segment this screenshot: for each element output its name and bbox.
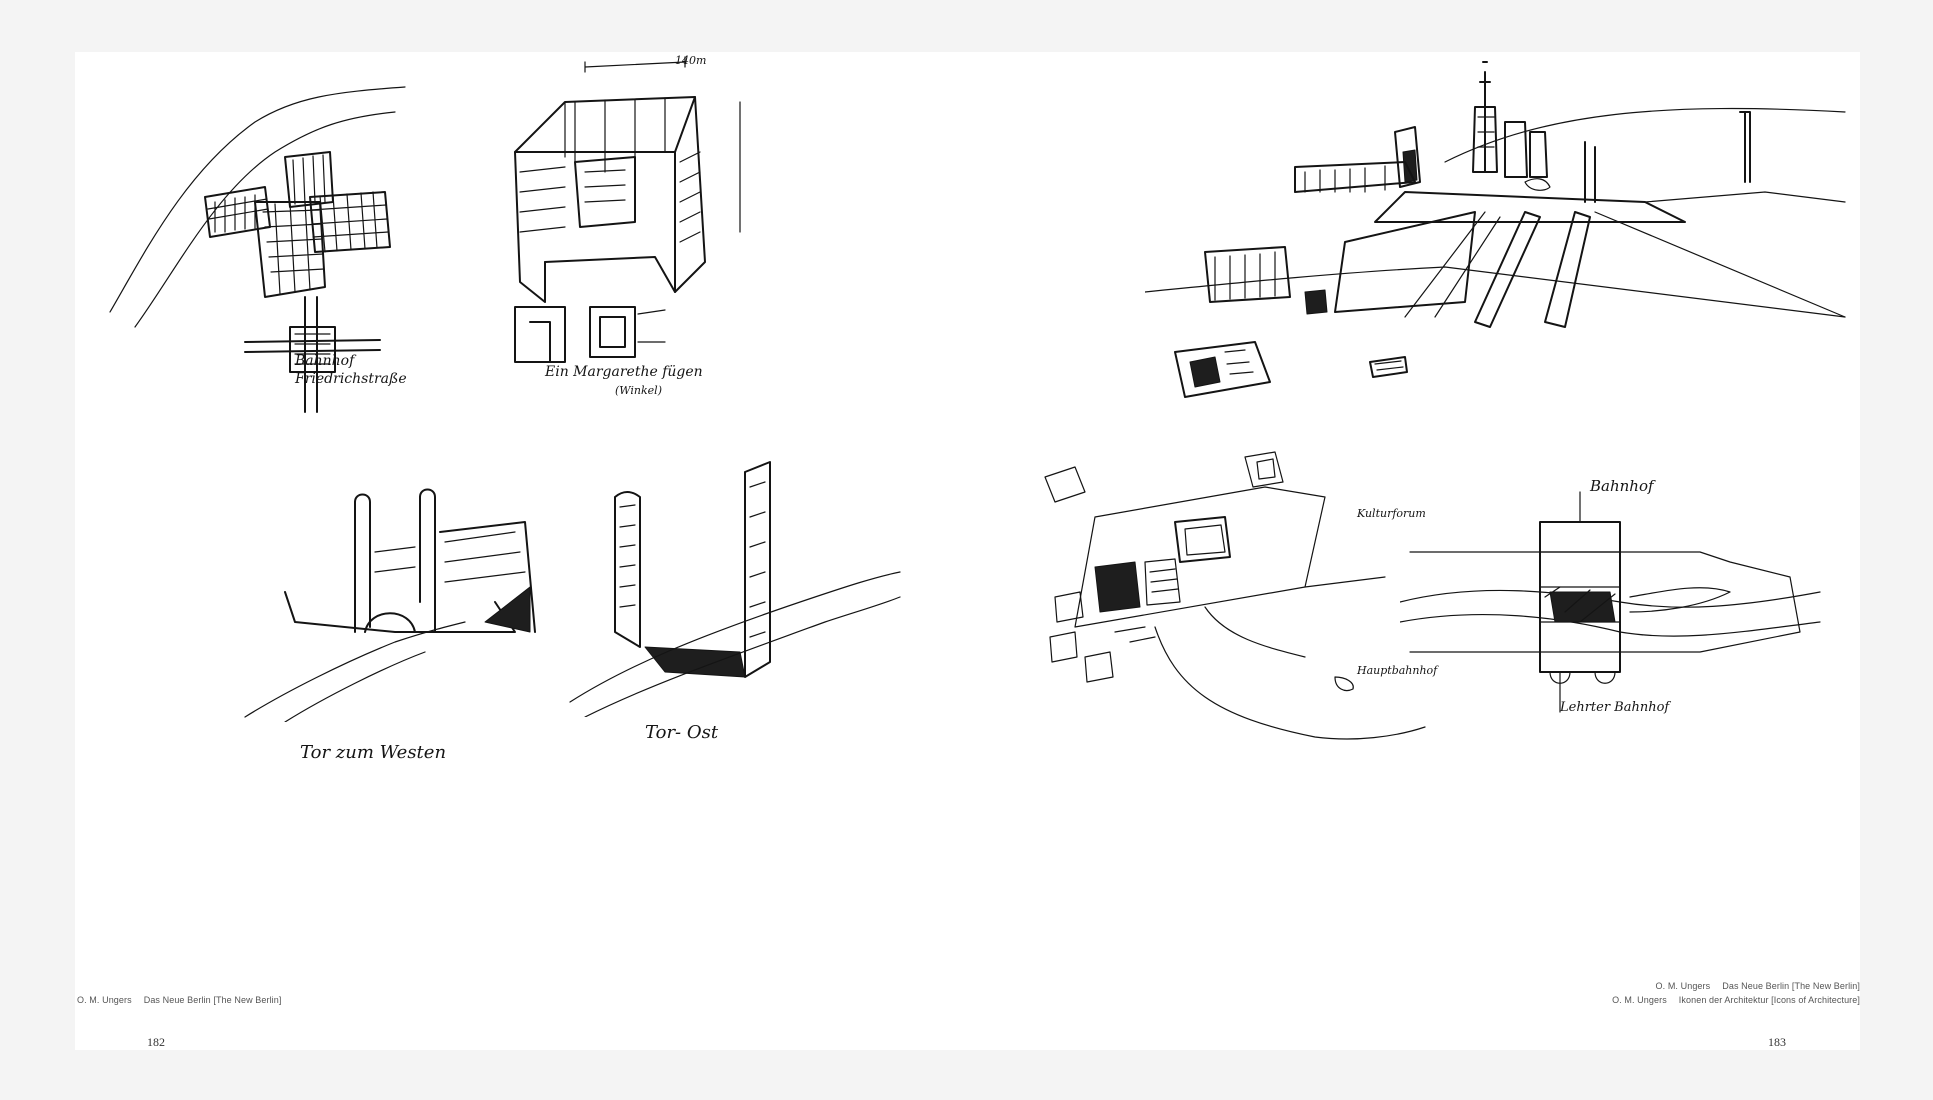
note-station-bottom: Lehrter Bahnhof (1560, 700, 1670, 715)
note-cube: Ein Margarethe fügen (545, 364, 703, 380)
page-number-right: 183 (1768, 1035, 1786, 1049)
sketch-gate-west (185, 482, 605, 722)
caption-right-2-title: Ikonen der Architektur [Icons of Archite… (1678, 995, 1860, 1005)
note-plan-2: Hauptbahnhof (1357, 664, 1438, 677)
note-cube-dimension: 140m (675, 54, 707, 67)
caption-right-1: O. M. Ungers Das Neue Berlin [The New Ber… (1656, 981, 1860, 991)
note-gate-east: Tor- Ost (645, 722, 719, 743)
sketch-hollow-cube (505, 52, 765, 422)
sketch-gate-east (565, 447, 905, 717)
sketch-site-plan (1035, 437, 1465, 767)
note-gate-west: Tor zum Westen (300, 742, 447, 763)
caption-left: O. M. Ungers Das Neue Berlin [The New Ber… (77, 995, 281, 1005)
sketch-station-plan (1400, 482, 1850, 732)
caption-right-1-author: O. M. Ungers (1655, 981, 1711, 991)
sketch-cross-station (105, 82, 435, 422)
note-station-label: Bahnhof (1590, 477, 1654, 495)
note-cube-2: (Winkel) (615, 384, 662, 397)
page-number-left: 182 (147, 1035, 165, 1049)
caption-right-2-author: O. M. Ungers (1612, 995, 1667, 1005)
caption-left-author: O. M. Ungers (77, 995, 132, 1005)
caption-right-1-title: Das Neue Berlin [The New Berlin] (1722, 981, 1860, 991)
note-cross-station: Bahnhof Friedrichstraße (295, 353, 407, 387)
note-plan-1: Kulturforum (1357, 507, 1426, 520)
caption-left-title: Das Neue Berlin [The New Berlin] (143, 995, 282, 1005)
caption-right-2: O. M. Ungers Ikonen der Architektur [Icon… (1612, 995, 1860, 1005)
sketch-city-panorama (1145, 52, 1855, 412)
book-spread: Bahnhof Friedrichstraße 140m Ein Margare… (75, 52, 1860, 1050)
